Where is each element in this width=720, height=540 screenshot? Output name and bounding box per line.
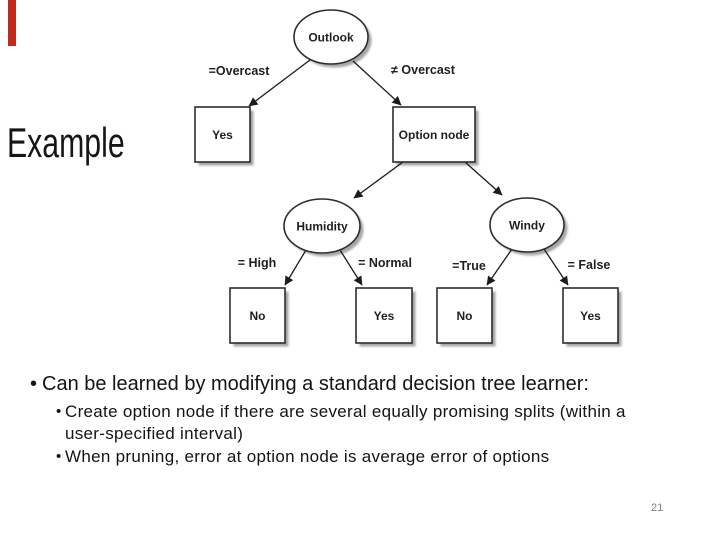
edge-label-eq-overcast: =Overcast <box>209 64 271 78</box>
bullet-level2-item1-text: Create option node if there are several … <box>65 401 626 444</box>
bullet-dot: • <box>56 448 62 465</box>
bullet-level1: • Can be learned by modifying a standard… <box>30 373 589 396</box>
node-no-true <box>436 287 493 344</box>
edge-option-windy <box>464 161 503 196</box>
node-label-option: Option node <box>399 128 470 142</box>
bullet-level2-item2-text: When pruning, error at option node is av… <box>65 447 550 466</box>
node-windy <box>489 197 565 253</box>
page-number: 21 <box>651 502 664 514</box>
edge-windy-no <box>486 248 513 286</box>
decision-tree-diagram: Outlook Yes Option node Humidity Windy N… <box>194 9 622 347</box>
edge-label-normal: = Normal <box>358 256 412 270</box>
node-outlook <box>293 9 369 65</box>
node-option <box>392 106 476 163</box>
bullet-dot: • <box>30 373 38 395</box>
edge-label-true: =True <box>452 259 486 273</box>
edge-humidity-yes <box>339 249 363 286</box>
edge-label-false: = False <box>568 258 611 272</box>
node-label-outlook: Outlook <box>308 31 354 45</box>
bullet-dot: • <box>56 403 62 420</box>
edge-humidity-no <box>284 249 307 286</box>
edge-windy-yes <box>543 248 569 286</box>
node-label-yes-false: Yes <box>580 309 601 323</box>
edge-option-humidity <box>353 161 404 199</box>
bullet-level2-item2: • When pruning, error at option node is … <box>56 446 549 468</box>
tree-edges <box>248 59 569 286</box>
node-label-yes-overcast: Yes <box>212 128 233 142</box>
node-yes-false <box>562 287 619 344</box>
node-label-humidity: Humidity <box>296 220 348 234</box>
edge-outlook-option <box>352 60 402 106</box>
bullet-line: Create option node if there are several … <box>65 402 626 421</box>
tree-node-labels: Outlook Yes Option node Humidity Windy N… <box>212 31 601 324</box>
node-humidity <box>283 198 361 254</box>
edge-label-high: = High <box>238 256 277 270</box>
node-label-no-true: No <box>457 309 473 323</box>
bullet-line: user-specified interval) <box>65 423 244 443</box>
edge-outlook-yes <box>248 59 311 107</box>
tree-edge-labels: =Overcast ≠ Overcast = High = Normal =Tr… <box>209 63 611 273</box>
node-no-high <box>229 287 286 344</box>
node-label-windy: Windy <box>509 219 545 233</box>
node-label-yes-normal: Yes <box>374 309 395 323</box>
bullet-level1-text: Can be learned by modifying a standard d… <box>42 373 589 395</box>
node-label-no-high: No <box>250 309 266 323</box>
bullet-level2-item1: • Create option node if there are severa… <box>56 401 626 444</box>
red-accent-bar <box>8 0 16 46</box>
page-title: Example <box>7 119 125 166</box>
tree-node-shapes <box>194 9 619 344</box>
node-yes-normal <box>355 287 413 344</box>
edge-label-neq-overcast: ≠ Overcast <box>391 63 456 77</box>
node-yes-overcast <box>194 106 251 163</box>
